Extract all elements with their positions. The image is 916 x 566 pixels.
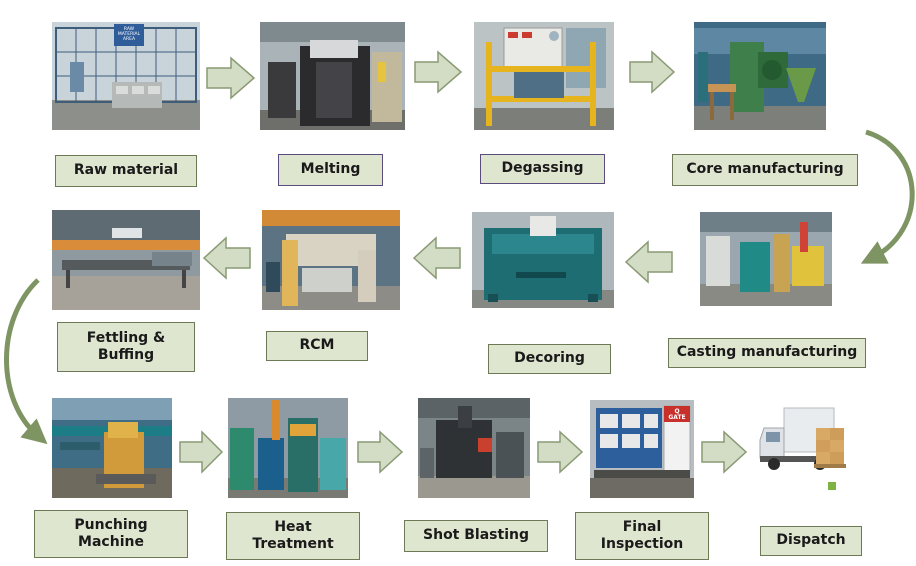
curve-arrow-left	[4, 278, 48, 445]
melting-photo	[260, 22, 405, 130]
step-label-punching-machine: Punching Machine	[34, 510, 188, 558]
arrow-right-7	[701, 430, 748, 474]
shot-blasting-photo	[418, 398, 530, 498]
decoring-photo	[472, 212, 614, 308]
arrow-left-2	[412, 236, 461, 280]
step-label-shot-blasting: Shot Blasting	[404, 520, 548, 552]
punching-machine-photo	[52, 398, 172, 498]
arrow-right-6	[537, 430, 584, 474]
step-label-heat-treatment: Heat Treatment	[226, 512, 360, 560]
step-label-dispatch: Dispatch	[760, 526, 862, 556]
step-label-melting: Melting	[278, 154, 383, 186]
core-manufacturing-photo	[694, 22, 826, 130]
arrow-right-5	[357, 430, 404, 474]
arrow-left-3	[202, 236, 251, 280]
heat-treatment-photo	[228, 398, 348, 498]
dispatch-photo	[754, 398, 856, 498]
step-label-final-inspection: Final Inspection	[575, 512, 709, 560]
arrow-right-4	[179, 430, 224, 474]
step-label-rcm: RCM	[266, 331, 368, 361]
arrow-right-1	[206, 56, 256, 100]
step-label-core-manufacturing: Core manufacturing	[672, 154, 858, 186]
arrow-right-3	[629, 50, 676, 94]
degassing-photo	[474, 22, 614, 130]
step-label-degassing: Degassing	[480, 154, 605, 184]
step-label-decoring: Decoring	[488, 344, 611, 374]
curve-arrow-right	[860, 129, 915, 264]
step-label-fettling-buffing: Fettling & Buffing	[57, 322, 195, 372]
arrow-left-1	[624, 240, 673, 284]
arrow-right-2	[414, 50, 463, 94]
casting-manufacturing-photo	[700, 212, 832, 306]
step-label-casting-manufacturing: Casting manufacturing	[668, 338, 866, 368]
step-label-raw-material: Raw material	[55, 155, 197, 187]
fettling-buffing-photo	[52, 210, 200, 310]
rcm-photo	[262, 210, 400, 310]
